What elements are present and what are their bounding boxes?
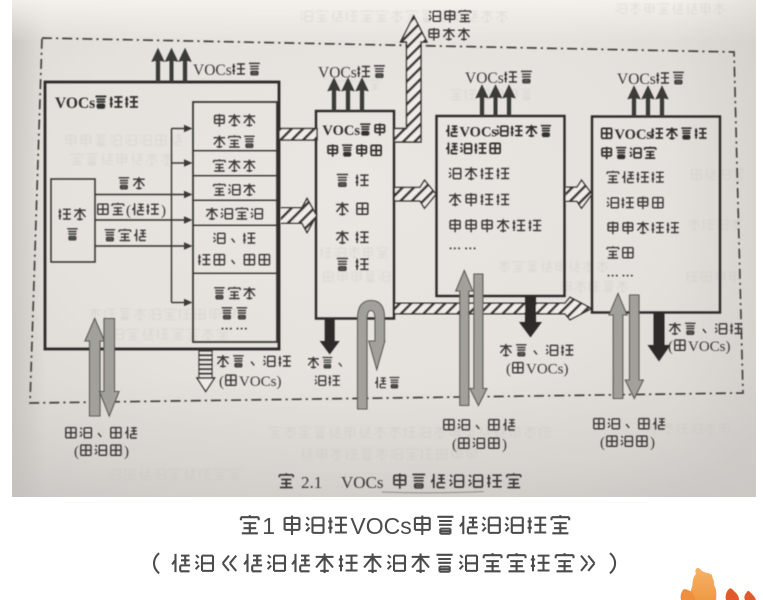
svg-text:): ) [650,435,655,451]
svg-text:(: ( [668,339,673,355]
svg-text:1: 1 [262,513,275,539]
svg-text:VOCs: VOCs [465,70,504,87]
svg-text:VOCs: VOCs [341,473,384,492]
svg-text:): ) [502,437,507,453]
svg-text:VOCs: VOCs [615,127,653,143]
svg-text:(: ( [506,362,511,378]
svg-text:VOCs: VOCs [460,125,498,141]
svg-text:2.1: 2.1 [301,473,322,492]
svg-text:VOCs: VOCs [350,513,411,539]
svg-text:): ) [161,203,166,219]
svg-text:VOCs: VOCs [193,62,232,79]
svg-text:VOCs): VOCs) [526,362,569,378]
svg-text:(: ( [600,435,605,451]
svg-text:(: ( [74,444,79,460]
svg-text:(: ( [452,437,457,453]
svg-text:VOCs: VOCs [55,95,95,112]
svg-text:VOCs: VOCs [617,71,656,88]
svg-text:VOCs): VOCs) [239,374,282,390]
svg-text:VOCs: VOCs [322,123,360,139]
svg-text:VOCs: VOCs [318,65,357,82]
svg-text:(: ( [219,374,224,390]
svg-text:VOCs): VOCs) [688,339,731,355]
svg-text:): ) [124,444,129,460]
svg-text:(: ( [126,203,131,219]
